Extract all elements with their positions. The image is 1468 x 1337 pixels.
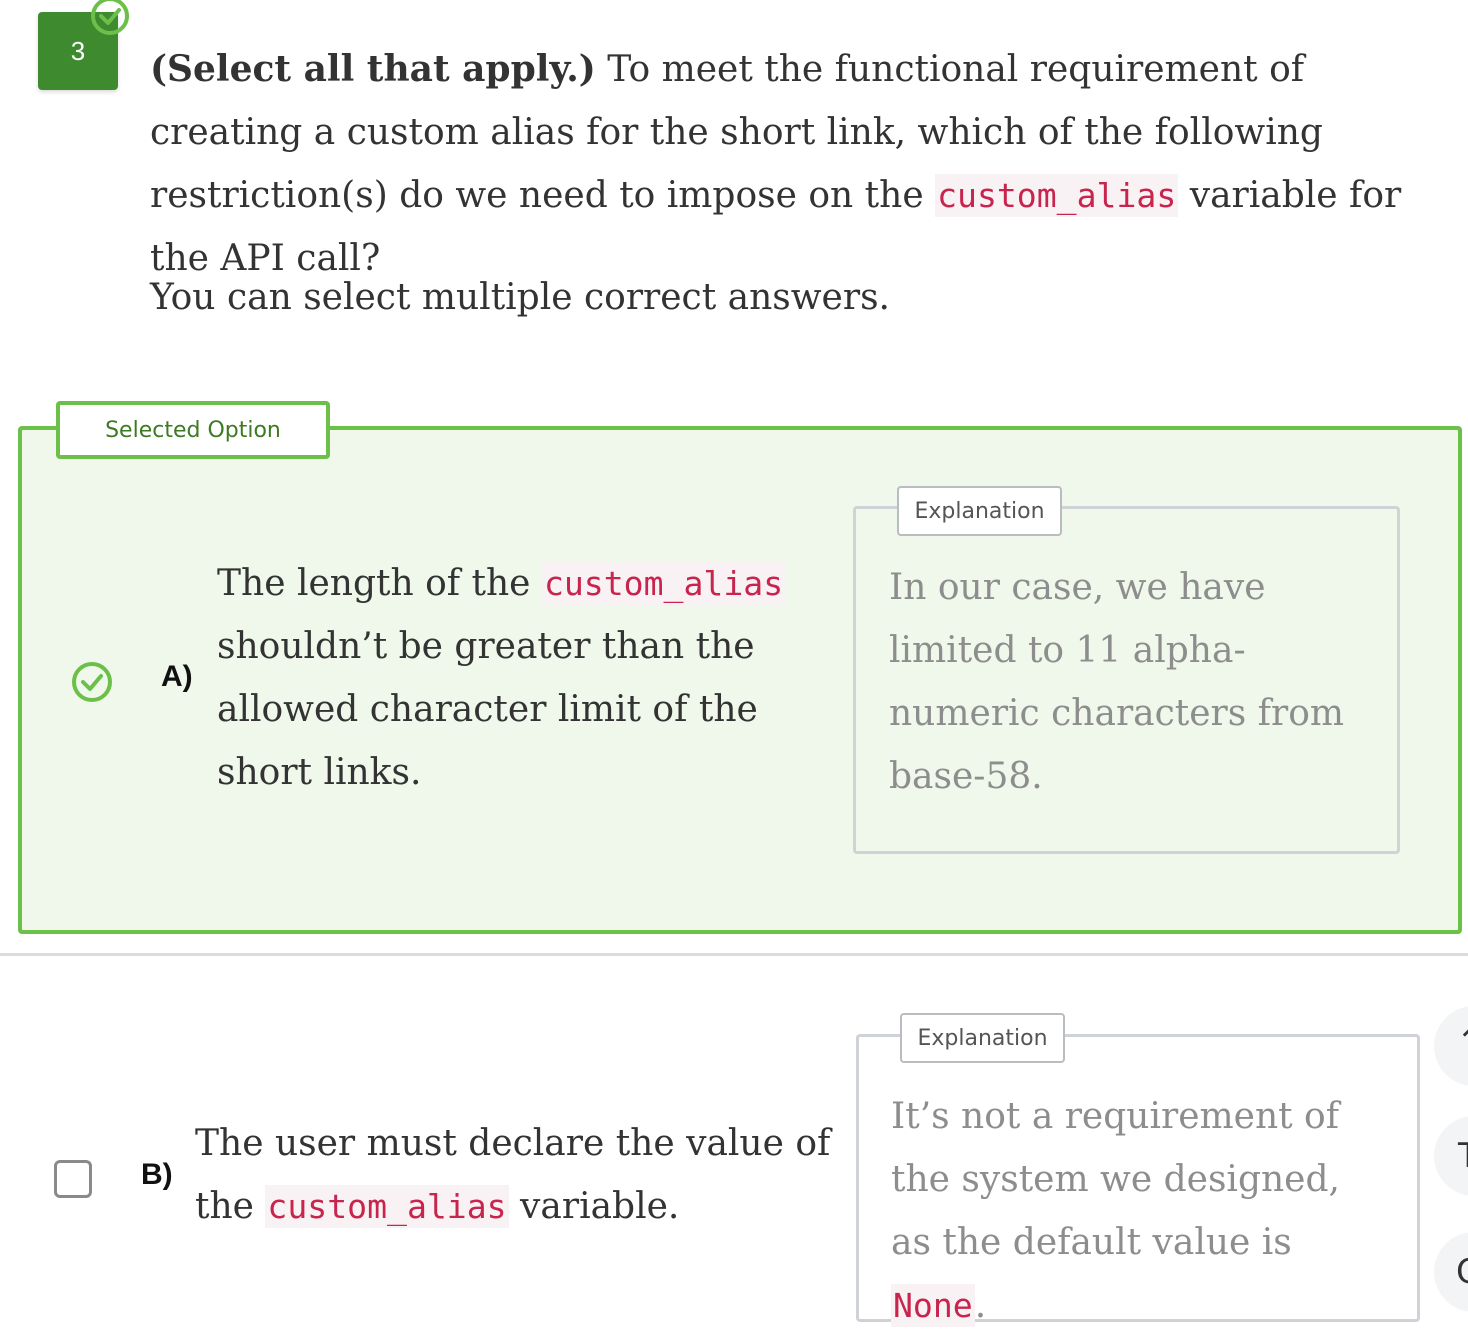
option-a-card[interactable] [18, 426, 1462, 934]
question-text-part2: variable for the API call? [150, 175, 1402, 279]
question-text-part1: To meet the functional requirement of cr… [150, 49, 1323, 216]
option-a-text[interactable]: The length of the custom_alias shouldn’t… [217, 552, 837, 804]
side-button-scroll[interactable]: ↑ [1434, 1006, 1468, 1086]
option-b-letter: B) [141, 1158, 173, 1191]
side-button-chat[interactable]: C [1434, 1232, 1468, 1312]
option-b-code: custom_alias [265, 1185, 509, 1228]
option-a-text-part2: shouldn’t be greater than the allowed ch… [217, 626, 758, 793]
option-a-explanation-text: In our case, we have limited to 11 alpha… [889, 567, 1345, 797]
option-b-explanation-part2: . [974, 1285, 987, 1326]
option-b-explanation-code: None [891, 1284, 975, 1327]
option-divider [0, 953, 1468, 956]
question-text: (Select all that apply.) To meet the fun… [150, 38, 1440, 290]
option-a-explanation-box [853, 506, 1400, 854]
option-b-explanation-text: It’s not a requirement of the system we … [891, 1085, 1391, 1337]
option-b-text[interactable]: The user must declare the value of the c… [195, 1112, 835, 1238]
question-number-badge: 3 [38, 12, 118, 90]
question-code: custom_alias [935, 174, 1179, 217]
question-instruction: You can select multiple correct answers. [150, 277, 890, 318]
option-a-code: custom_alias [541, 562, 786, 605]
option-b-explanation-box [856, 1034, 1420, 1322]
option-b-explanation-tag: Explanation [900, 1013, 1065, 1063]
text-icon: T [1458, 1136, 1468, 1176]
check-circle-icon[interactable] [70, 660, 114, 704]
option-a-explanation-tag: Explanation [897, 486, 1062, 536]
option-a-text-part1: The length of the [217, 563, 542, 604]
arrow-up-icon: ↑ [1456, 1022, 1468, 1062]
question-number: 3 [70, 35, 86, 66]
side-button-text[interactable]: T [1434, 1116, 1468, 1196]
option-b-checkbox[interactable] [54, 1160, 92, 1198]
chat-icon: C [1456, 1252, 1468, 1292]
option-b-text-part2: variable. [508, 1186, 680, 1227]
question-lead: (Select all that apply.) [150, 48, 596, 90]
option-a-letter: A) [161, 660, 193, 693]
selected-option-tag: Selected Option [56, 401, 330, 459]
check-circle-icon [91, 0, 129, 35]
option-b-text-part1: The user must declare the value of the [195, 1123, 831, 1227]
option-b-explanation-part1: It’s not a requirement of the system we … [891, 1096, 1340, 1263]
